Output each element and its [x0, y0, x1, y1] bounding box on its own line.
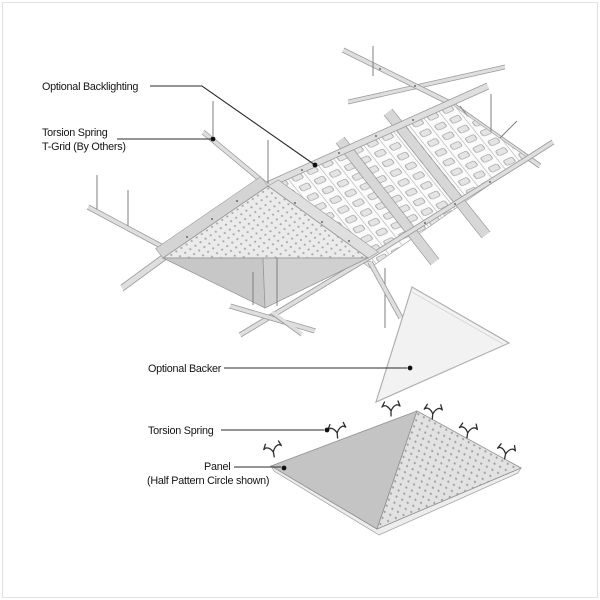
- panel-exploded: [262, 400, 522, 536]
- ceiling-grid: [86, 46, 555, 338]
- leader-dot: [312, 162, 318, 168]
- leader-dot: [281, 465, 287, 471]
- led-carrier-rail: [383, 108, 491, 239]
- label-torsion-spring-tgrid-line1: Torsion Spring: [42, 127, 108, 139]
- label-torsion-spring-tgrid-line2: T-Grid (By Others): [42, 141, 126, 153]
- label-panel-line1: Panel: [204, 461, 230, 473]
- callouts: [117, 85, 413, 471]
- leader-dot: [324, 427, 330, 433]
- torsion-spring-icon: [262, 439, 284, 460]
- perforated-panel-installed: [155, 176, 379, 309]
- leader-line: [150, 85, 316, 166]
- t-grid-rail: [347, 64, 506, 105]
- label-optional-backer: Optional Backer: [148, 363, 222, 375]
- torsion-spring-icon: [326, 421, 348, 440]
- leader-dot: [210, 136, 216, 142]
- label-optional-backlighting: Optional Backlighting: [42, 81, 138, 93]
- t-grid-rail: [270, 310, 304, 337]
- leader-dot: [407, 365, 413, 371]
- optional-backer-sheet: [375, 286, 511, 404]
- torsion-spring-icon: [381, 400, 401, 417]
- labels: Optional Backlighting Torsion Spring T-G…: [42, 81, 270, 487]
- led-carrier-rail: [335, 136, 440, 266]
- label-torsion-spring: Torsion Spring: [148, 425, 214, 437]
- t-grid-rail: [228, 303, 317, 334]
- t-grid-rail: [238, 139, 555, 338]
- label-panel-line2: (Half Pattern Circle shown): [147, 475, 269, 487]
- t-grid-rail: [367, 260, 404, 320]
